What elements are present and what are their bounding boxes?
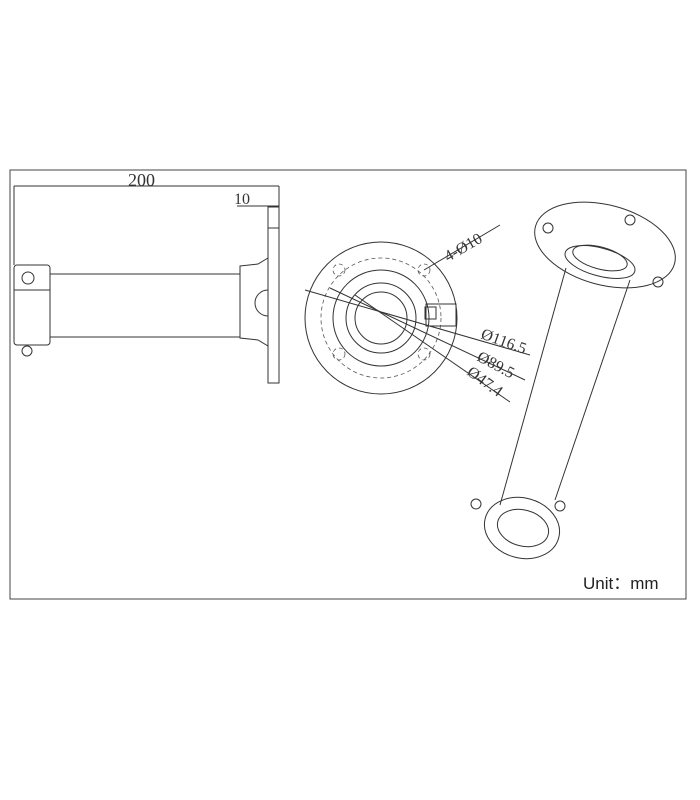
clamp: [13, 264, 51, 346]
tube: [49, 273, 241, 338]
front-view: 4-Ø10 Ø116.5 Ø89.5 Ø47.4: [304, 224, 531, 403]
unit-label: Unit：mm: [583, 574, 659, 593]
drawing-frame: [9, 169, 687, 600]
tube-left-edge: [499, 267, 567, 506]
dimension-10: 10: [234, 191, 250, 208]
clamp-ring: [483, 496, 561, 560]
dimension-200: 200: [128, 170, 155, 190]
base-plate: [304, 241, 458, 395]
flange: [267, 206, 280, 384]
perspective-view: [470, 201, 676, 560]
hole-spec: 4-Ø10: [442, 230, 486, 265]
collar: [239, 257, 269, 347]
tube-right-edge: [554, 279, 631, 501]
side-view: 200 10: [13, 170, 280, 384]
